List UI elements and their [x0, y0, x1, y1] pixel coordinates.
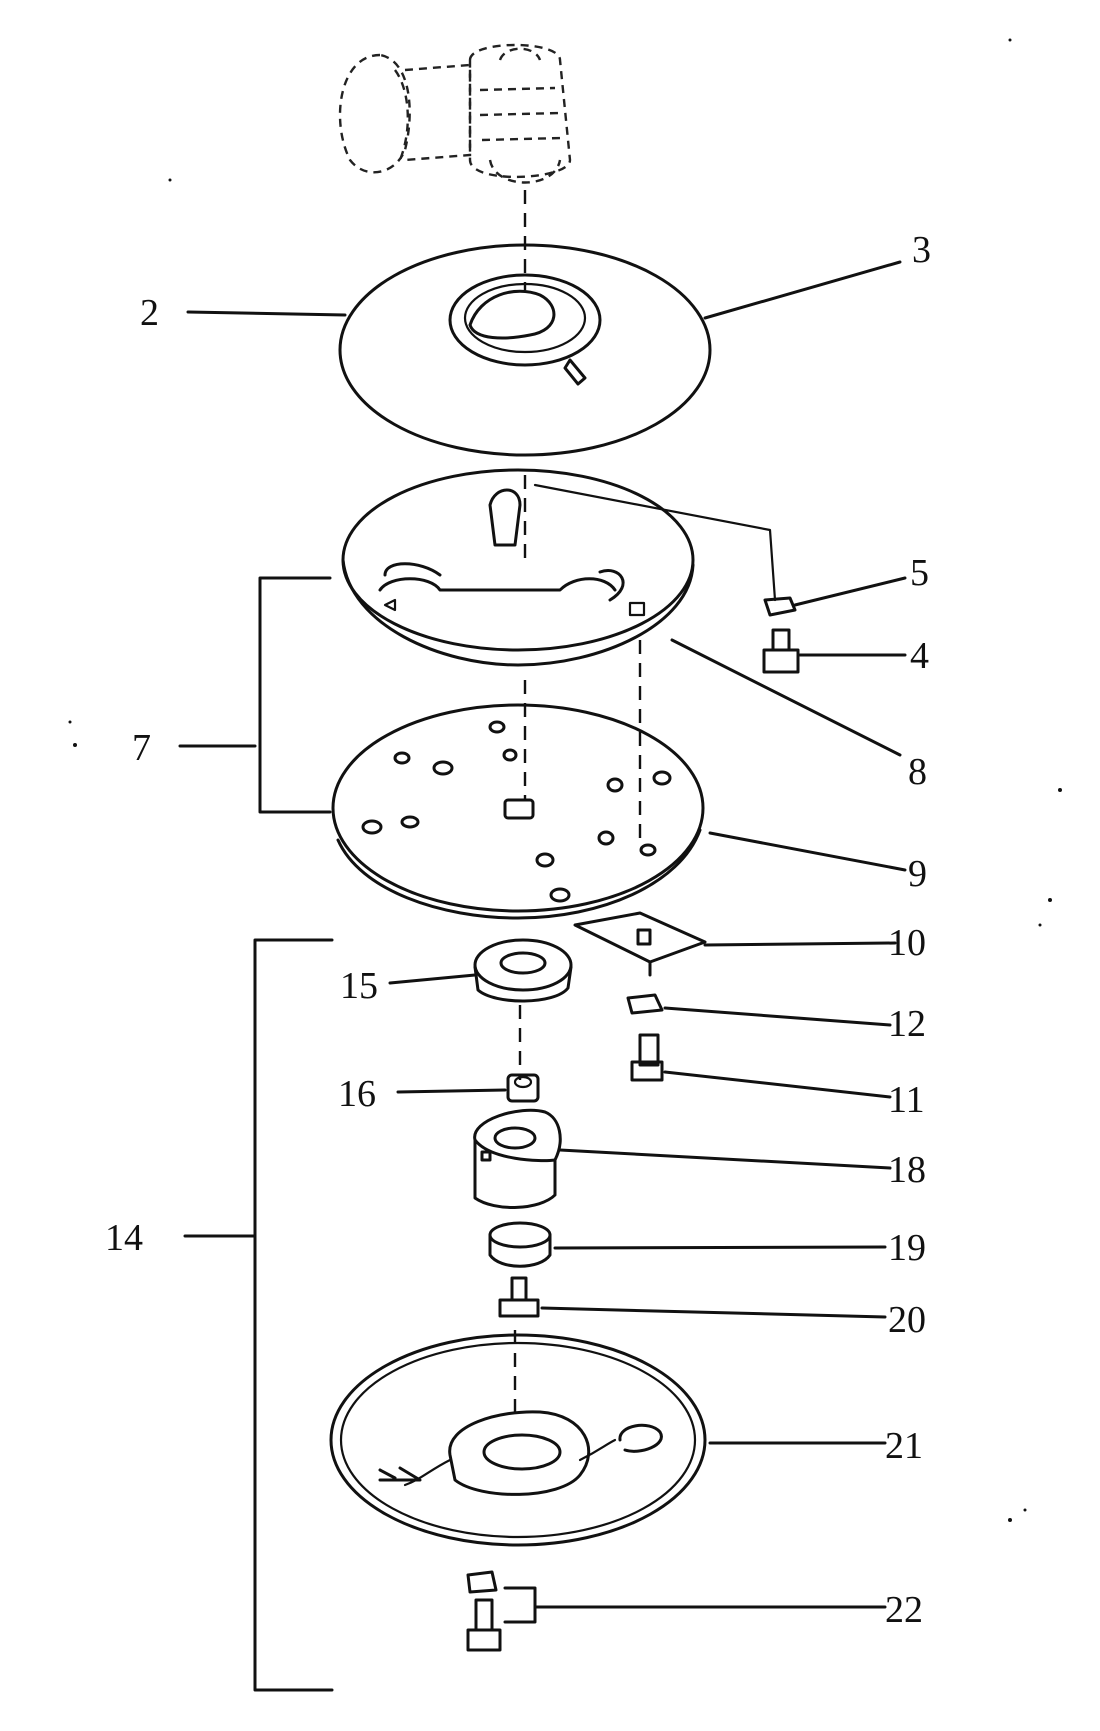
label-14: 14 — [105, 1217, 143, 1259]
label-8: 8 — [908, 751, 927, 793]
label-20: 20 — [888, 1299, 926, 1341]
label-12: 12 — [888, 1003, 926, 1045]
screw-pair — [466, 1570, 537, 1652]
small-collar — [506, 1073, 540, 1103]
leader-lines — [178, 260, 907, 1692]
label-18: 18 — [888, 1149, 926, 1191]
part-labels: 2 3 5 4 7 8 9 10 12 11 14 15 16 18 19 20… — [105, 229, 931, 1631]
label-10: 10 — [888, 922, 926, 964]
label-3: 3 — [912, 229, 931, 271]
top-cover-disk — [338, 243, 712, 457]
part-12-nut — [626, 993, 664, 1015]
label-19: 19 — [888, 1227, 926, 1269]
part-4-bolt — [762, 628, 800, 674]
flanged-bushing — [473, 938, 573, 1003]
lower-plate — [331, 703, 705, 920]
phantom-head-component — [338, 43, 572, 184]
bracket — [573, 911, 707, 977]
label-7: 7 — [132, 727, 151, 769]
base-disk — [329, 1333, 707, 1547]
center-axis — [513, 190, 642, 1420]
label-11: 11 — [888, 1079, 925, 1121]
upper-ring — [341, 468, 777, 667]
label-21: 21 — [885, 1425, 923, 1467]
label-2: 2 — [140, 292, 159, 334]
label-4: 4 — [910, 635, 929, 677]
part-5-nut — [763, 596, 797, 617]
thick-washer — [488, 1221, 552, 1268]
label-5: 5 — [910, 552, 929, 594]
part-11-bolt — [630, 1033, 664, 1082]
small-screw — [498, 1276, 540, 1318]
label-9: 9 — [908, 853, 927, 895]
label-16: 16 — [338, 1073, 376, 1115]
cam-block — [473, 1108, 562, 1209]
label-15: 15 — [340, 965, 378, 1007]
label-22: 22 — [885, 1589, 923, 1631]
scan-specks — [68, 38, 1062, 1522]
